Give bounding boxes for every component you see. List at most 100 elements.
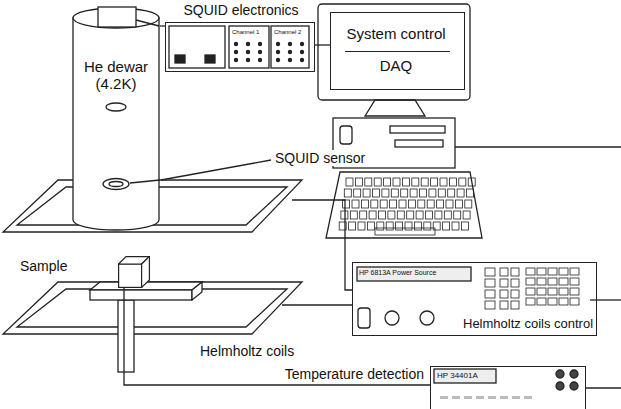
- key: [343, 200, 350, 208]
- key: [424, 222, 431, 230]
- coil-wire: [292, 200, 352, 290]
- screen-title: System control: [331, 25, 461, 42]
- knob: [258, 42, 262, 46]
- key: [382, 189, 389, 197]
- panel-section: [271, 26, 309, 68]
- key: [444, 211, 451, 219]
- key: [443, 222, 450, 230]
- key: [397, 211, 404, 219]
- key: [402, 178, 409, 186]
- knob: [556, 370, 564, 378]
- key: [524, 396, 532, 399]
- squid-sensor: [103, 179, 129, 190]
- key: [467, 189, 474, 197]
- key: [452, 396, 460, 399]
- key: [457, 189, 464, 197]
- keyboard-keys: [339, 178, 475, 235]
- key: [414, 222, 421, 230]
- key: [346, 178, 353, 186]
- key: [354, 189, 361, 197]
- key: [349, 222, 356, 230]
- knob: [258, 58, 262, 62]
- dewar-outline: [72, 6, 160, 234]
- key: [377, 222, 384, 230]
- knob: [276, 50, 280, 54]
- cable: [455, 146, 621, 147]
- display: [357, 267, 471, 281]
- key: [485, 279, 495, 287]
- squid-sensor: [109, 182, 123, 187]
- key: [559, 268, 568, 275]
- key: [500, 268, 508, 276]
- sample-pole: [118, 300, 134, 372]
- key: [559, 288, 568, 295]
- key: [559, 278, 568, 285]
- key: [548, 278, 557, 285]
- key: [455, 200, 462, 208]
- knob: [300, 50, 304, 54]
- key: [485, 301, 495, 309]
- display-text: HP 34401A: [437, 371, 478, 380]
- key: [399, 200, 406, 208]
- knob: [234, 50, 238, 54]
- key: [408, 200, 415, 208]
- sensor-label: SQUID sensor: [275, 150, 365, 166]
- wire-label: Temperature detection: [285, 366, 424, 382]
- knob: [420, 311, 434, 325]
- key: [361, 200, 368, 208]
- knob: [234, 42, 238, 46]
- leader-line: [130, 180, 160, 183]
- knob: [276, 58, 280, 62]
- key: [488, 396, 496, 399]
- key: [427, 200, 434, 208]
- knob: [385, 311, 399, 325]
- sample-stage: [90, 290, 192, 300]
- power-source: HP 6813A Power SourceHelmholtz coils con…: [352, 262, 597, 336]
- monitor-screen: System controlDAQ: [330, 12, 465, 90]
- key: [500, 290, 508, 298]
- key: [420, 189, 427, 197]
- sample-cube: Sample: [118, 256, 150, 288]
- coil-label: Helmholtz coils: [200, 343, 294, 359]
- key: [485, 268, 495, 276]
- cable: [136, 20, 159, 26]
- key: [393, 178, 400, 186]
- key: [448, 189, 455, 197]
- key: [367, 222, 374, 230]
- keyboard: [326, 172, 482, 238]
- key: [435, 211, 442, 219]
- key: [396, 222, 403, 230]
- key: [339, 222, 346, 230]
- power-switch: [340, 126, 352, 144]
- knob: [288, 58, 292, 62]
- he-dewar: He dewar (4.2K): [72, 6, 160, 234]
- knob: [288, 50, 292, 54]
- knob: [234, 58, 238, 62]
- knob: [300, 42, 304, 46]
- key: [548, 298, 557, 305]
- key: [401, 189, 408, 197]
- key: [437, 200, 444, 208]
- key: [388, 211, 395, 219]
- heading: SQUID electronics: [166, 2, 316, 18]
- key: [369, 211, 376, 219]
- key: [360, 211, 367, 219]
- knob: [246, 42, 250, 46]
- monitor-frame: [318, 4, 470, 100]
- key: [433, 222, 440, 230]
- key: [570, 268, 579, 275]
- key: [438, 189, 445, 197]
- sample-stage: [192, 282, 202, 300]
- knob: [276, 42, 280, 46]
- port-hole: [106, 103, 126, 111]
- key: [511, 290, 519, 298]
- coil-wire: [282, 304, 352, 305]
- key: [476, 396, 484, 399]
- coil-frame: [17, 289, 287, 327]
- key: [429, 189, 436, 197]
- knob: [570, 370, 578, 378]
- key: [461, 222, 468, 230]
- key: [426, 211, 433, 219]
